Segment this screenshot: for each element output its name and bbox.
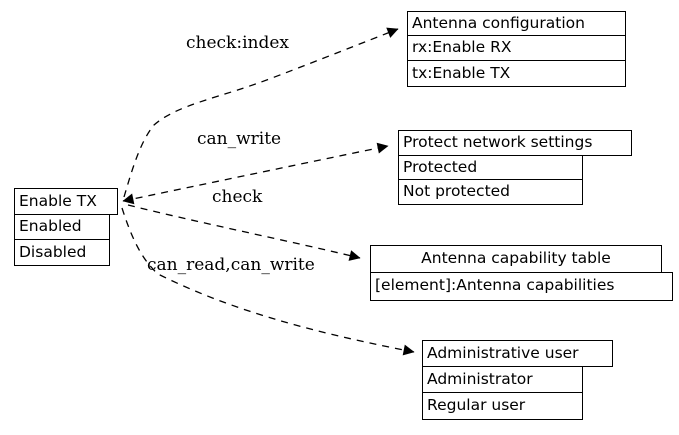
node-antenna-capability-table-header: Antenna capability table [370, 245, 662, 273]
node-antenna-configuration-header: Antenna configuration [407, 11, 626, 36]
edge-label-can-read-can-write: can_read,can_write [147, 255, 315, 275]
node-antenna-capability-table: Antenna capability table [element]:Anten… [370, 245, 673, 301]
edge-check [127, 204, 361, 261]
node-administrative-user-header: Administrative user [422, 340, 613, 367]
node-enable-tx: Enable TX Enabled Disabled [14, 188, 118, 266]
edge-label-can-write: can_write [197, 129, 282, 149]
node-protect-network-settings: Protect network settings Protected Not p… [398, 130, 632, 205]
node-administrative-user-row-regular-user: Regular user [422, 392, 583, 420]
edge-label-check: check [212, 187, 263, 207]
node-protect-network-settings-header: Protect network settings [398, 130, 632, 156]
node-enable-tx-row-enabled: Enabled [14, 213, 110, 241]
node-enable-tx-row-disabled: Disabled [14, 239, 110, 266]
edge-check-index [123, 27, 399, 198]
edge-label-check-index: check:index [186, 33, 289, 53]
edge-can-write [122, 142, 389, 205]
node-protect-network-settings-row-protected: Protected [398, 154, 583, 181]
node-antenna-capability-table-row-element: [element]:Antenna capabilities [370, 271, 673, 301]
node-enable-tx-header: Enable TX [14, 188, 118, 215]
node-antenna-configuration-row-tx: tx:Enable TX [407, 60, 626, 87]
node-antenna-configuration-row-rx: rx:Enable RX [407, 34, 626, 62]
node-administrative-user: Administrative user Administrator Regula… [422, 340, 613, 420]
node-antenna-configuration: Antenna configuration rx:Enable RX tx:En… [407, 11, 626, 87]
node-protect-network-settings-row-not-protected: Not protected [398, 179, 583, 205]
node-administrative-user-row-administrator: Administrator [422, 365, 583, 394]
